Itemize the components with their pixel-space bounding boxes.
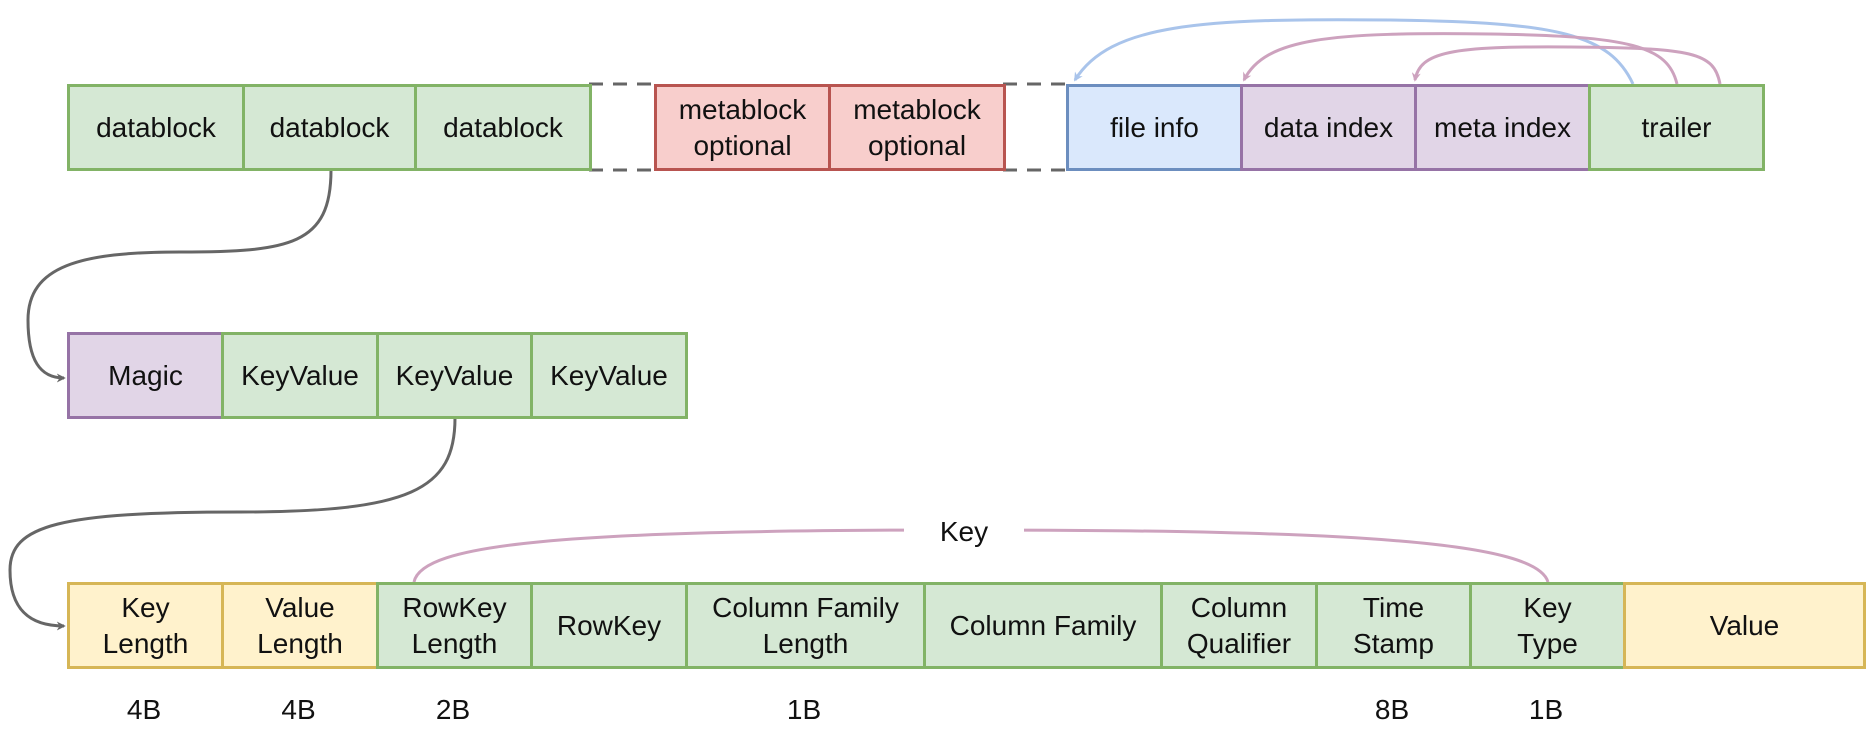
hfile-cell-metablock-optional: metablock optional xyxy=(828,84,1006,171)
keyvalue-field-rowkey: RowKey xyxy=(530,582,688,669)
keyvalue-field-column-family-length: Column Family Length xyxy=(685,582,926,669)
keyvalue-field-rowkey-length: RowKey Length xyxy=(376,582,533,669)
datablock-cell-keyvalue: KeyValue xyxy=(530,332,688,419)
field-size-label: 8B xyxy=(1374,694,1410,725)
hfile-cell-file-info: file info xyxy=(1066,84,1243,171)
hfile-cell-meta-index: meta index xyxy=(1414,84,1591,171)
field-size-label: 4B xyxy=(281,694,316,725)
datablock-cell-keyvalue: KeyValue xyxy=(221,332,379,419)
hfile-cell-data-index: data index xyxy=(1240,84,1417,171)
field-size-label: 2B xyxy=(435,694,471,725)
keyvalue-field-column-qualifier: Column Qualifier xyxy=(1160,582,1318,669)
field-size-label: 4B xyxy=(126,694,162,725)
keyvalue-field-key-type: Key Type xyxy=(1469,582,1626,669)
keyvalue-field-column-family: Column Family xyxy=(923,582,1163,669)
datablock-cell-keyvalue: KeyValue xyxy=(376,332,533,419)
keyvalue-field-time-stamp: Time Stamp xyxy=(1315,582,1472,669)
hfile-cell-datablock: datablock xyxy=(67,84,245,171)
keyvalue-field-value-length: Value Length xyxy=(221,582,379,669)
keyvalue-field-value: Value xyxy=(1623,582,1866,669)
field-size-label: 1B xyxy=(786,694,822,725)
hfile-cell-metablock-optional: metablock optional xyxy=(654,84,831,171)
keyvalue-field-key-length: Key Length xyxy=(67,582,224,669)
datablock-cell-magic: Magic xyxy=(67,332,224,419)
key-group-label: Key xyxy=(904,514,1024,550)
field-size-label: 1B xyxy=(1528,694,1564,725)
hfile-cell-trailer: trailer xyxy=(1588,84,1765,171)
hfile-cell-datablock: datablock xyxy=(242,84,417,171)
hfile-cell-datablock: datablock xyxy=(414,84,592,171)
